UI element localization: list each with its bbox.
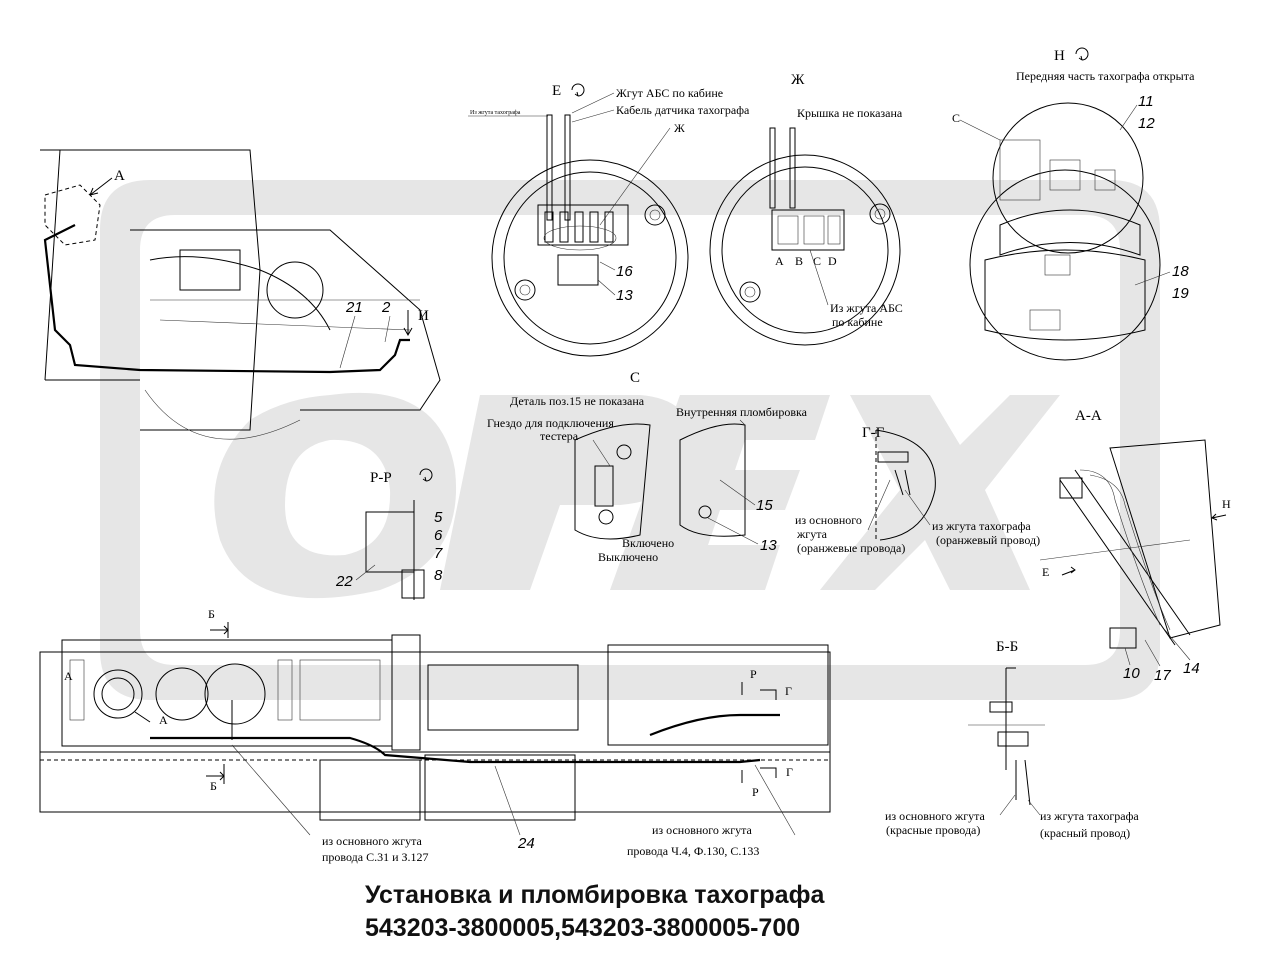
view-zh-letter: Ж bbox=[791, 72, 805, 88]
view-gg-letter: Г-Г bbox=[862, 425, 885, 441]
callout-24: 24 bbox=[517, 835, 535, 852]
label-off: Выключено bbox=[598, 550, 658, 564]
view-c-tester-socket: С Деталь поз.15 не показана Гнездо для п… bbox=[487, 370, 808, 564]
title-line-2: 543203-3800005,543203-3800005-700 bbox=[365, 914, 800, 942]
callout-14: 14 bbox=[1183, 660, 1200, 677]
label-on: Включено bbox=[622, 536, 674, 550]
callout-22: 22 bbox=[335, 573, 353, 590]
label-by-cab: по кабине bbox=[832, 315, 883, 329]
callout-19: 19 bbox=[1172, 285, 1189, 302]
label-inner-seal: Внутренняя пломбировка bbox=[676, 405, 808, 419]
dashboard-view: Б А А Б Р Г Р Г из основного жгута прово… bbox=[39, 607, 831, 864]
label-front-open: Передняя часть тахографа открыта bbox=[1016, 69, 1195, 83]
view-pp-bracket: Р-Р 5 6 7 8 22 bbox=[335, 468, 443, 600]
arrow-down-icon bbox=[403, 310, 413, 337]
pin-c: C bbox=[813, 254, 821, 268]
label-gg-tacho-2: (оранжевый провод) bbox=[936, 533, 1040, 547]
arrow-h-icon bbox=[1211, 513, 1227, 521]
callout-7: 7 bbox=[434, 545, 443, 562]
callout-21: 21 bbox=[345, 299, 363, 316]
pin-a: A bbox=[775, 254, 784, 268]
label-view-i-ref: И bbox=[418, 308, 429, 324]
view-aa-letter: А-А bbox=[1075, 408, 1102, 424]
harness-route bbox=[43, 224, 410, 374]
label-bb-main-2: (красные провода) bbox=[886, 823, 980, 837]
label-dash-b-bottom: Б bbox=[210, 779, 217, 793]
rotate-arrow-icon bbox=[1075, 47, 1089, 61]
label-dash-r-bottom: Р bbox=[752, 785, 759, 799]
label-from-abs: Из жгута АБС bbox=[830, 301, 903, 315]
label-aa-h: Н bbox=[1222, 497, 1231, 511]
arrow-a-icon bbox=[89, 177, 113, 196]
callout-10: 10 bbox=[1123, 665, 1140, 682]
label-view-a-ref: А bbox=[114, 168, 125, 184]
label-dash-b-top: Б bbox=[208, 607, 215, 621]
label-dash-r-top: Р bbox=[750, 667, 757, 681]
label-dash-g-top: Г bbox=[785, 684, 792, 698]
callout-13b: 13 bbox=[760, 537, 777, 554]
label-note2-a: из основного жгута bbox=[652, 823, 753, 837]
label-gg-main-2: жгута bbox=[796, 527, 828, 541]
label-cover-not-shown: Крышка не показана bbox=[797, 106, 903, 120]
view-bb-red-wires: Б-Б из основного жгута (красные провода)… bbox=[885, 639, 1139, 840]
title-line-1: Установка и пломбировка тахографа bbox=[365, 881, 825, 909]
label-note1-b: провода С.31 и З.127 bbox=[322, 850, 429, 864]
label-gg-main-1: из основного bbox=[795, 513, 862, 527]
callout-5: 5 bbox=[434, 509, 443, 526]
label-tester: тестера bbox=[540, 429, 579, 443]
arrow-e-icon bbox=[1061, 566, 1076, 576]
view-gg-orange-wires: Г-Г из основного жгута (оранжевые провод… bbox=[795, 425, 1040, 555]
label-note2-b: провода Ч.4, Ф.130, С.133 bbox=[627, 844, 759, 858]
view-bb-letter: Б-Б bbox=[996, 639, 1018, 655]
view-c-letter: С bbox=[630, 370, 640, 386]
label-part-not-shown: Деталь поз.15 не показана bbox=[510, 394, 645, 408]
view-aa-mounting: А-А Н Е 10 17 14 bbox=[1039, 408, 1231, 684]
label-bb-tacho-2: (красный провод) bbox=[1040, 826, 1130, 840]
pin-d: D bbox=[828, 254, 837, 268]
label-aa-e: Е bbox=[1042, 565, 1049, 579]
label-dash-g-bottom: Г bbox=[786, 765, 793, 779]
label-sensor-cable: Кабель датчика тахографа bbox=[616, 103, 750, 117]
view-h-letter: Н bbox=[1054, 48, 1065, 64]
label-ref-c: С bbox=[952, 111, 960, 125]
label-gg-tacho-1: из жгута тахографа bbox=[932, 519, 1031, 533]
callout-13: 13 bbox=[616, 287, 633, 304]
callout-11: 11 bbox=[1138, 93, 1154, 110]
label-bb-main-1: из основного жгута bbox=[885, 809, 986, 823]
rotate-arrow-icon bbox=[571, 83, 585, 97]
rotate-arrow-icon bbox=[419, 468, 433, 482]
label-socket: Гнездо для подключения bbox=[487, 416, 614, 430]
pin-b: B bbox=[795, 254, 803, 268]
callout-18: 18 bbox=[1172, 263, 1189, 280]
label-dash-a-right: А bbox=[159, 713, 168, 727]
callout-2: 2 bbox=[381, 299, 391, 316]
callout-12: 12 bbox=[1138, 115, 1155, 132]
label-from-tacho-harness: Из жгута тахографа bbox=[470, 109, 521, 116]
callout-6: 6 bbox=[434, 527, 443, 544]
view-pp-letter: Р-Р bbox=[370, 470, 392, 486]
callout-16: 16 bbox=[616, 263, 633, 280]
dashboard-harness bbox=[150, 736, 761, 764]
view-e-tachograph-rear: Е Жгут АБС по кабине Кабель датчика тахо… bbox=[468, 83, 750, 357]
watermark-logo bbox=[100, 180, 1160, 700]
label-note1-a: из основного жгута bbox=[322, 834, 423, 848]
cab-side-view: А 21 2 И bbox=[40, 149, 441, 440]
drawing-title: Установка и пломбировка тахографа 543203… bbox=[365, 881, 825, 942]
view-zh-connector: Ж Крышка не показана A B C D Из жгута АБ… bbox=[709, 72, 903, 346]
label-abs-harness: Жгут АБС по кабине bbox=[616, 86, 723, 100]
label-ref-zh: Ж bbox=[674, 121, 685, 135]
callout-8: 8 bbox=[434, 567, 443, 584]
label-bb-tacho-1: из жгута тахографа bbox=[1040, 809, 1139, 823]
callout-17: 17 bbox=[1154, 667, 1171, 684]
view-e-letter: Е bbox=[552, 83, 561, 99]
label-gg-main-3: (оранжевые провода) bbox=[797, 541, 905, 555]
callout-15: 15 bbox=[756, 497, 773, 514]
view-h-tachograph-front: Н Передняя часть тахографа открыта С 11 … bbox=[952, 47, 1195, 361]
label-dash-a-left: А bbox=[64, 669, 73, 683]
